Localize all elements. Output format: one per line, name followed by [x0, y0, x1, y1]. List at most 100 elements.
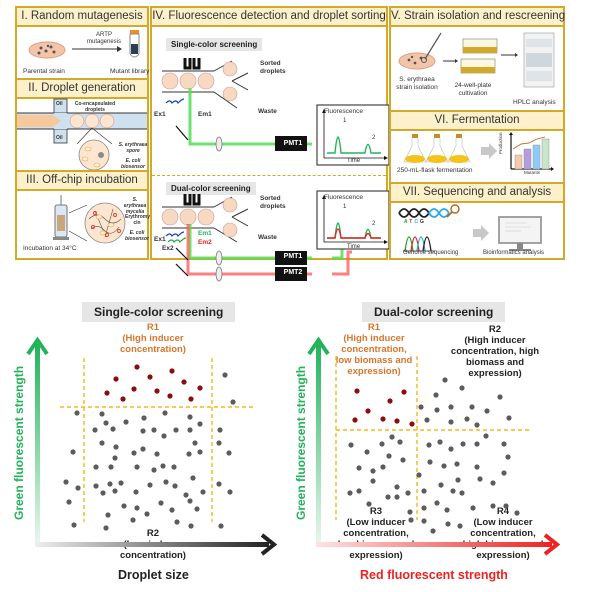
production-bar	[523, 148, 532, 170]
droplet-dot	[71, 522, 77, 528]
region-desc: concentration,	[470, 528, 536, 539]
droplet-dot	[216, 481, 222, 487]
strain-isolation-label: S. erythraea strain isolation	[396, 76, 438, 91]
erythromycin-label: Erythromy cin	[125, 214, 151, 226]
dual-color-plot-title: Dual-color screening	[362, 302, 506, 322]
droplet-dot	[347, 490, 353, 496]
droplet-dot	[454, 461, 460, 467]
region-desc: concentration, high	[450, 346, 540, 357]
droplet-dot	[197, 421, 203, 427]
x-axis-arrow	[316, 542, 552, 547]
flask-icon	[425, 134, 449, 163]
arrow-icon	[481, 143, 497, 159]
dual-r2-label: R2 (High inducer concentration, high bio…	[450, 324, 540, 379]
panel-title: VI. Fermentation	[391, 112, 563, 131]
region-name: R2	[146, 528, 160, 539]
droplet-dot	[389, 434, 395, 440]
sorted-droplet-dot	[401, 389, 407, 395]
trend-line	[512, 136, 546, 150]
sorted-droplet-dot	[104, 390, 110, 396]
droplet-dot	[183, 492, 189, 498]
dual-color-scatter	[307, 336, 561, 556]
droplet-dot	[394, 484, 400, 490]
droplet-dot	[455, 477, 461, 483]
strain-isolation-illustration	[398, 32, 555, 88]
droplet-dot	[448, 419, 454, 425]
genome-sequencing-label: Genome sequencing	[403, 250, 459, 256]
dual-color-sorting-diagram	[161, 190, 390, 282]
em2-label: Em2	[198, 239, 212, 246]
sorted-droplet-dot	[131, 386, 137, 392]
droplet-dot	[187, 427, 193, 433]
droplet-dot	[506, 415, 512, 421]
single-x-axis-label: Droplet size	[118, 568, 189, 582]
flask-icon	[447, 134, 471, 163]
dna-icon	[398, 208, 450, 218]
droplet-dot	[174, 519, 180, 525]
sorted-droplet-dot	[167, 393, 173, 399]
droplet-dot	[158, 500, 164, 506]
droplet-dot	[93, 483, 99, 489]
droplet-dot	[217, 427, 223, 433]
region-name: R1	[367, 322, 381, 333]
single-r1-label: R1 (High inducer concentration)	[113, 322, 193, 355]
droplet-dot	[379, 441, 385, 447]
droplet-dot	[194, 506, 200, 512]
dual-y-axis-label: Green fluorescent strength	[294, 365, 308, 520]
droplet-dot	[216, 440, 222, 446]
droplet-dot	[110, 426, 116, 432]
droplet-dot	[103, 525, 109, 531]
panel-droplet-generation: II. Droplet generation Oil Oil Co-encaps…	[15, 78, 149, 172]
droplet-dot	[118, 480, 124, 486]
droplet-dot	[108, 464, 114, 470]
droplet-dot	[441, 463, 447, 469]
droplet-dot	[460, 441, 466, 447]
droplet-dot	[464, 416, 470, 422]
droplet-dot	[433, 392, 439, 398]
single-color-scatter	[26, 336, 278, 556]
pmt2-label: PMT2	[283, 269, 303, 276]
droplet-dot	[134, 464, 140, 470]
base-t: T	[409, 219, 415, 225]
pmt2-box	[275, 267, 307, 281]
pmt1-label: PMT1	[283, 253, 303, 260]
production-bar	[532, 144, 541, 170]
single-y-axis-label: Green fluorescent strength	[12, 365, 26, 520]
droplet-dot	[133, 489, 139, 495]
droplet-dot	[131, 450, 137, 456]
region-name: R1	[146, 322, 160, 333]
droplet-dot	[226, 450, 232, 456]
region-name: R3	[369, 506, 383, 517]
single-color-plot-title: Single-color screening	[82, 302, 236, 322]
loop-icon	[424, 32, 442, 60]
region-desc: concentration,	[343, 528, 409, 539]
droplet-dot	[222, 372, 228, 378]
bioinformatics-label: Bioinformatics analysis	[483, 250, 545, 256]
base-c: C	[414, 219, 420, 225]
mutant-library-label: Mutant library	[110, 68, 150, 75]
droplet-dot	[427, 459, 433, 465]
x-axis-arrow	[35, 542, 269, 547]
droplet-dot	[408, 517, 414, 523]
chromatogram-icon	[404, 236, 432, 252]
bases-row: ATCG	[404, 219, 426, 225]
droplet-dot	[501, 441, 507, 447]
panel-fermentation: VI. Fermentation 250-mL-flask fermentati…	[389, 110, 565, 184]
droplet-dot	[400, 457, 406, 463]
em1-label: Em1	[198, 230, 212, 237]
region-name: R2	[488, 324, 502, 335]
tube-cap-icon	[130, 30, 139, 34]
panel-title: II. Droplet generation	[17, 80, 147, 99]
droplet-dot	[501, 470, 507, 476]
droplet-dot	[477, 476, 483, 482]
fermentation-illustration	[403, 132, 554, 171]
spore-label: S. erythraea spore	[118, 142, 148, 154]
production-bar	[514, 154, 523, 170]
droplet-dot	[75, 485, 81, 491]
oil-bottom-label: Oil	[56, 135, 63, 141]
well-plate-label: 24-well-plate cultivation	[454, 82, 492, 97]
droplet-dot	[187, 498, 193, 504]
region-desc: concentration)	[120, 344, 186, 355]
region-desc: expression)	[349, 550, 403, 561]
sorted-droplets-label: Sorted droplets	[260, 195, 286, 210]
